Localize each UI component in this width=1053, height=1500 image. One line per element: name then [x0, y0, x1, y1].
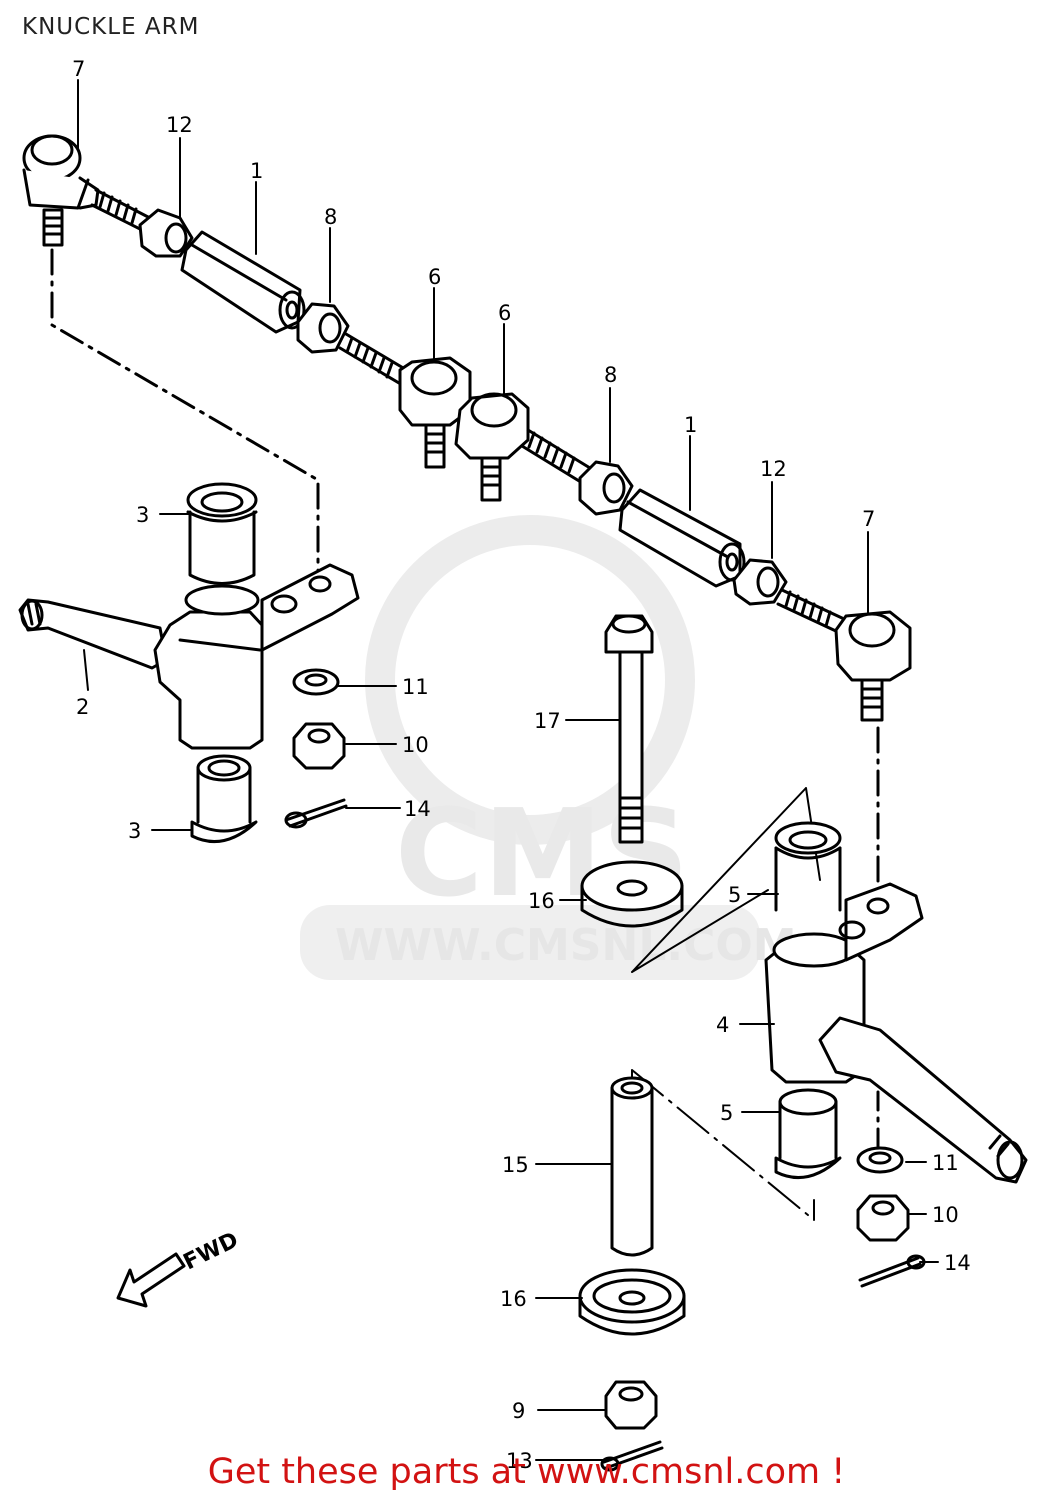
- knuckle-arm-left: [18, 563, 360, 750]
- callout-5: 5: [720, 1101, 733, 1125]
- tie-rod-sleeve-left: [180, 230, 306, 334]
- washer-11-left: [292, 668, 340, 696]
- cotter-pin-14-right: [858, 1254, 926, 1288]
- callout-1: 1: [684, 413, 697, 437]
- page-title: KNUCKLE ARM: [22, 14, 200, 40]
- callout-10: 10: [932, 1203, 959, 1227]
- bolt-17: [604, 614, 654, 844]
- callout-3: 3: [136, 503, 149, 527]
- bushing-5-upper: [774, 821, 842, 912]
- tie-rod-end-6-right: [454, 392, 530, 502]
- callout-16: 16: [528, 889, 555, 913]
- callout-6: 6: [498, 301, 511, 325]
- nut-9: [604, 1380, 658, 1430]
- cotter-pin-13: [600, 1440, 664, 1472]
- leader-lines: [77, 79, 939, 1461]
- spacer-16-upper: [580, 860, 684, 928]
- lock-nut-8-right: [578, 460, 634, 516]
- callout-4: 4: [716, 1013, 729, 1037]
- callout-6: 6: [428, 265, 441, 289]
- cotter-pin-14-left: [284, 798, 348, 829]
- callout-17: 17: [534, 709, 561, 733]
- callout-9: 9: [512, 1399, 525, 1423]
- callout-10: 10: [402, 733, 429, 757]
- bushing-3-upper: [186, 482, 258, 585]
- alignment-line-left: [50, 248, 320, 577]
- tie-rod-end-right: [834, 610, 912, 722]
- callout-14: 14: [944, 1251, 971, 1275]
- nut-10-left: [292, 722, 346, 770]
- washer-11-right: [856, 1146, 904, 1174]
- lock-nut-right: [732, 558, 788, 606]
- callout-8: 8: [324, 205, 337, 229]
- lock-nut-left: [138, 208, 194, 258]
- nut-10-right: [856, 1194, 910, 1242]
- fwd-label: FWD: [180, 1228, 243, 1276]
- callout-3: 3: [128, 819, 141, 843]
- callout-7: 7: [862, 507, 875, 531]
- callout-1: 1: [250, 159, 263, 183]
- callout-11: 11: [402, 675, 429, 699]
- pin-15: [610, 1076, 654, 1257]
- callout-12: 12: [760, 457, 787, 481]
- tie-rod-end-left: [22, 134, 152, 247]
- callout-13: 13: [506, 1449, 533, 1473]
- callout-14: 14: [404, 797, 431, 821]
- callout-2: 2: [76, 695, 89, 719]
- spacer-16-lower: [578, 1268, 686, 1336]
- callout-7: 7: [72, 57, 85, 81]
- callout-11: 11: [932, 1151, 959, 1175]
- bushing-3-lower: [190, 754, 258, 844]
- lock-nut-8-left: [296, 302, 350, 354]
- callout-12: 12: [166, 113, 193, 137]
- footer-banner-link[interactable]: Get these parts at www.cmsnl.com !: [207, 1452, 846, 1492]
- callout-15: 15: [502, 1153, 529, 1177]
- watermark-url: WWW.CMSNL.COM: [335, 920, 797, 971]
- callout-16: 16: [500, 1287, 527, 1311]
- callout-8: 8: [604, 363, 617, 387]
- arrow-left-down-icon: [116, 1252, 186, 1308]
- bushing-5-lower: [774, 1088, 842, 1180]
- knuckle-arm-right: [764, 882, 1028, 1184]
- callout-5: 5: [728, 883, 741, 907]
